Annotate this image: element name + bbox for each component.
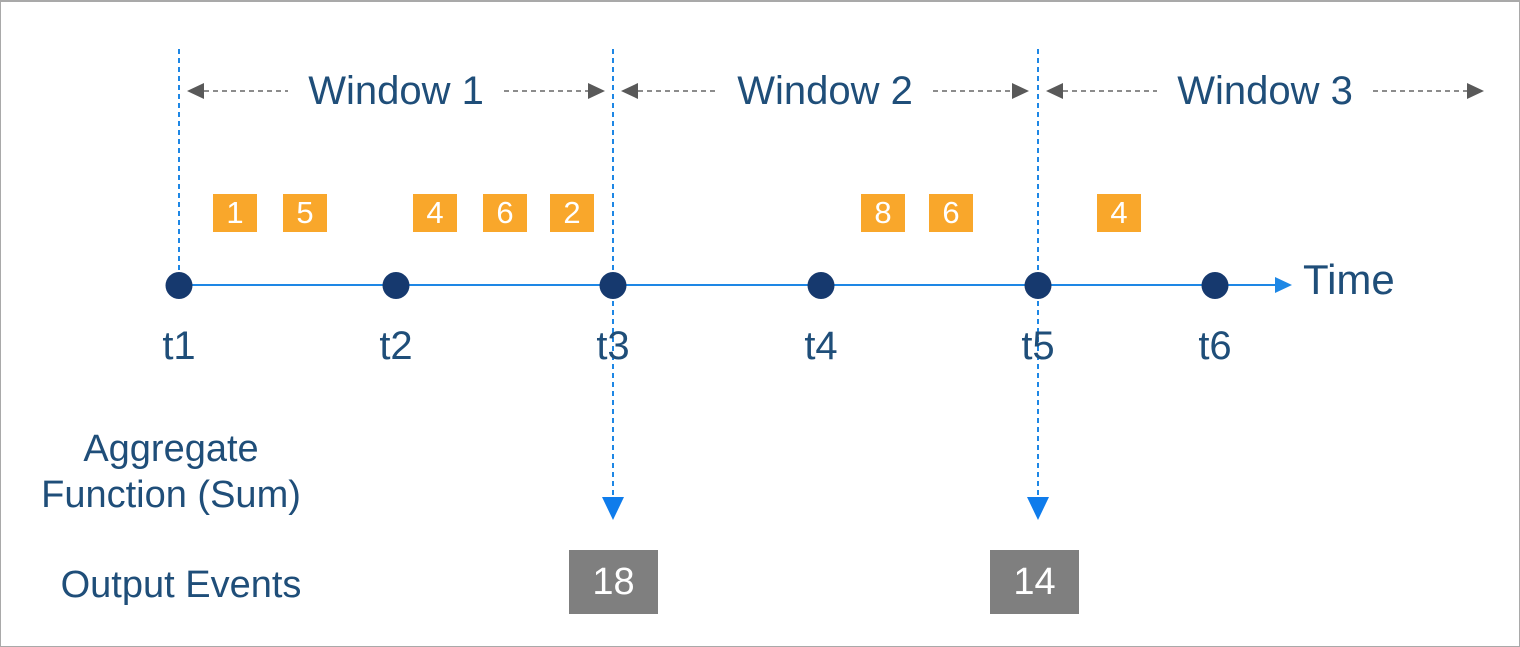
event-box: 6 (929, 194, 973, 232)
output-box: 14 (990, 550, 1079, 614)
time-axis-label: Time (1303, 256, 1395, 303)
tick-label-t4: t4 (804, 324, 838, 368)
down-arrow-icon (1027, 497, 1049, 520)
window-dash-line (204, 90, 289, 92)
arrowhead-left-icon (187, 83, 204, 99)
output-events-label: Output Events (60, 564, 302, 606)
event-box: 4 (413, 194, 457, 232)
tick-label-t2: t2 (379, 324, 413, 368)
window-dash-line (932, 90, 1012, 92)
window-dash-line (638, 90, 718, 92)
arrowhead-left-icon (1046, 83, 1063, 99)
event-box: 5 (283, 194, 327, 232)
window-span-2: Window 2 (621, 68, 1029, 114)
aggregate-label-line1: Aggregate (83, 428, 259, 470)
timeline-arrowhead-icon (1275, 277, 1292, 293)
window-label: Window 2 (737, 69, 913, 113)
timeline-line (179, 284, 1275, 286)
guide-line-t1 (178, 49, 180, 285)
timeline-dot-t6 (1201, 272, 1229, 299)
window-span-3: Window 3 (1046, 68, 1484, 114)
tick-label-t5: t5 (1021, 324, 1055, 368)
aggregate-function-label: Aggregate Function (Sum) (26, 426, 316, 518)
tick-label-t3: t3 (596, 324, 630, 368)
window-dash-line (1372, 90, 1467, 92)
timeline-dot-t2 (382, 272, 410, 299)
arrowhead-right-icon (1467, 83, 1484, 99)
event-box: 4 (1097, 194, 1141, 232)
window-label: Window 1 (308, 69, 484, 113)
output-box: 18 (569, 550, 658, 614)
timeline-dot-t1 (165, 272, 193, 299)
timeline-dot-t5 (1024, 272, 1052, 299)
arrowhead-right-icon (1012, 83, 1029, 99)
event-box: 2 (550, 194, 594, 232)
event-box: 8 (861, 194, 905, 232)
timeline-dot-t4 (807, 272, 835, 299)
down-arrow-icon (602, 497, 624, 520)
arrowhead-left-icon (621, 83, 638, 99)
event-box: 1 (213, 194, 257, 232)
arrowhead-right-icon (588, 83, 605, 99)
tick-label-t6: t6 (1198, 324, 1232, 368)
window-dash-line (503, 90, 588, 92)
window-label: Window 3 (1177, 69, 1353, 113)
aggregate-label-line2: Function (Sum) (41, 474, 301, 516)
event-box: 6 (483, 194, 527, 232)
tick-label-t1: t1 (162, 324, 196, 368)
window-dash-line (1063, 90, 1158, 92)
window-span-1: Window 1 (187, 68, 605, 114)
timeline-dot-t3 (599, 272, 627, 299)
